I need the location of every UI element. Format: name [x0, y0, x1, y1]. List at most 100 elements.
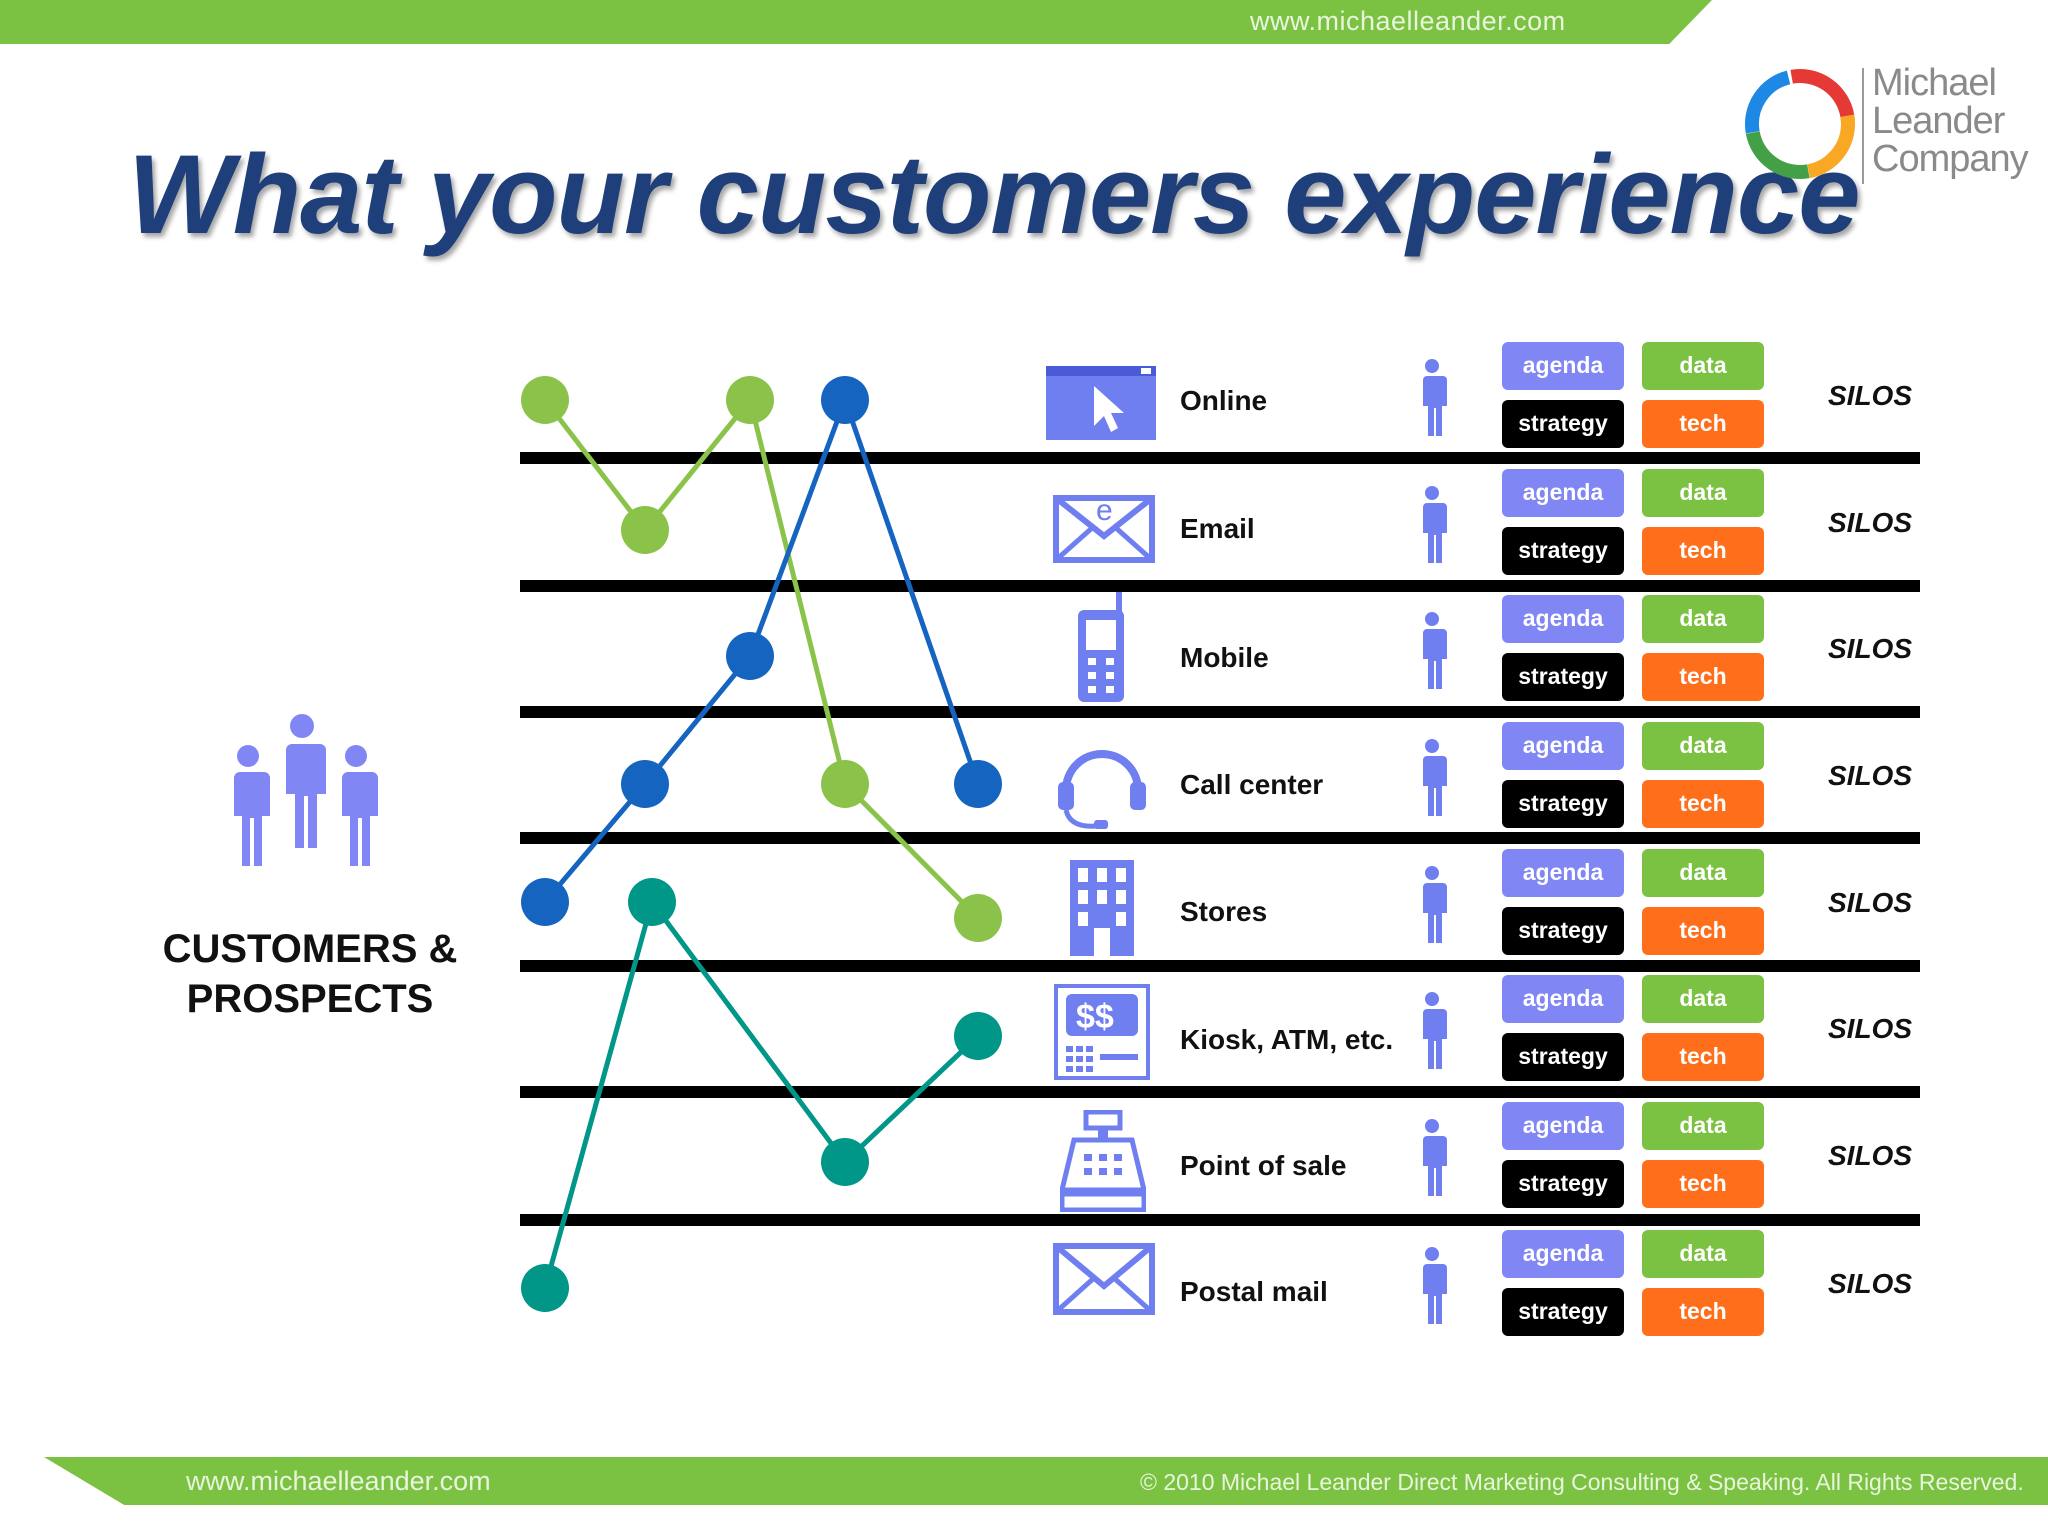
- person-icon: [1421, 1119, 1447, 1196]
- journey-touchpoint: [954, 760, 1002, 808]
- store-building-icon: [1070, 860, 1134, 956]
- tag-tech: tech: [1642, 527, 1764, 575]
- tag-data: data: [1642, 342, 1764, 390]
- journey-touchpoint: [521, 878, 569, 926]
- journey-touchpoint: [821, 760, 869, 808]
- atm-kiosk-icon: $$: [1054, 984, 1150, 1080]
- tag-tech: tech: [1642, 1160, 1764, 1208]
- cash-register-icon: [1058, 1109, 1148, 1213]
- tag-data: data: [1642, 722, 1764, 770]
- channel-label: Mobile: [1180, 642, 1269, 673]
- person-icon: [1421, 359, 1447, 436]
- postal-envelope-icon: [1053, 1243, 1155, 1315]
- tag-agenda: agenda: [1502, 595, 1624, 643]
- tag-tech: tech: [1642, 653, 1764, 701]
- journey-touchpoint: [726, 376, 774, 424]
- journey-touchpoint: [821, 1138, 869, 1186]
- channel-icon-kiosk: $$: [1054, 984, 1150, 1085]
- svg-text:$$: $$: [1076, 998, 1114, 1036]
- tag-agenda: agenda: [1502, 722, 1624, 770]
- person-icon: [1421, 992, 1447, 1069]
- tag-tech: tech: [1642, 1033, 1764, 1081]
- journey-touchpoint: [521, 376, 569, 424]
- journey-touchpoint: [621, 506, 669, 554]
- tag-data: data: [1642, 1102, 1764, 1150]
- channel-icon-mobile: [1076, 592, 1128, 709]
- journey-touchpoint: [726, 632, 774, 680]
- tag-agenda: agenda: [1502, 1102, 1624, 1150]
- tag-strategy: strategy: [1502, 1288, 1624, 1336]
- channel-icon-postal: [1052, 1242, 1156, 1321]
- row-separator: [520, 960, 1920, 972]
- silos-label: SILOS: [1828, 1268, 1913, 1299]
- journey-touchpoint: [628, 878, 676, 926]
- tag-tech: tech: [1642, 1288, 1764, 1336]
- journey-touchpoint: [954, 1012, 1002, 1060]
- channel-label: Call center: [1180, 769, 1324, 800]
- person-icon: [1421, 739, 1447, 816]
- tag-agenda: agenda: [1502, 975, 1624, 1023]
- bottom-green-bar: [44, 1457, 2048, 1505]
- tag-agenda: agenda: [1502, 849, 1624, 897]
- channel-label: Online: [1180, 385, 1268, 416]
- logo-line: Michael: [1872, 62, 1997, 104]
- silos-label: SILOS: [1828, 380, 1913, 411]
- header-url[interactable]: www.michaelleander.com: [1250, 6, 1566, 36]
- tag-strategy: strategy: [1502, 1033, 1624, 1081]
- tag-tech: tech: [1642, 780, 1764, 828]
- group-people-icon: [232, 714, 378, 866]
- email-envelope-icon: e: [1053, 494, 1155, 563]
- journey-touchpoint: [954, 894, 1002, 942]
- mobile-phone-icon: [1078, 592, 1124, 702]
- tag-tech: tech: [1642, 400, 1764, 448]
- logo-wordmark: Michael Leander Company: [1872, 62, 2029, 180]
- tag-strategy: strategy: [1502, 400, 1624, 448]
- channel-icon-call-center: [1056, 738, 1146, 837]
- top-green-bar: [0, 0, 1712, 44]
- silos-label: SILOS: [1828, 887, 1913, 918]
- person-icon: [1421, 612, 1447, 689]
- channel-label: Kiosk, ATM, etc.: [1180, 1024, 1394, 1055]
- tag-strategy: strategy: [1502, 1160, 1624, 1208]
- silos-label: SILOS: [1828, 1013, 1913, 1044]
- company-logo-ring-icon: [1745, 69, 1855, 179]
- customers-prospects-label: CUSTOMERS & PROSPECTS: [150, 924, 470, 1024]
- footer-copyright: © 2010 Michael Leander Direct Marketing …: [1140, 1469, 2024, 1495]
- tag-agenda: agenda: [1502, 469, 1624, 517]
- row-separator: [520, 1086, 1920, 1098]
- logo-divider: [1862, 68, 1864, 184]
- tag-data: data: [1642, 469, 1764, 517]
- customers-label-line: PROSPECTS: [186, 977, 434, 1021]
- tag-tech: tech: [1642, 907, 1764, 955]
- tag-data: data: [1642, 975, 1764, 1023]
- journey-touchpoint: [621, 760, 669, 808]
- tag-strategy: strategy: [1502, 653, 1624, 701]
- logo-line: Company: [1872, 138, 2029, 180]
- footer-url[interactable]: www.michaelleander.com: [186, 1466, 491, 1496]
- slide-title: What your customers experience: [128, 132, 1860, 257]
- tag-strategy: strategy: [1502, 527, 1624, 575]
- channel-icon-online: [1044, 364, 1158, 447]
- logo-line: Leander: [1872, 100, 2005, 142]
- journey-paths: [521, 376, 1002, 1312]
- channel-label: Email: [1180, 513, 1255, 544]
- journey-line: [542, 896, 980, 1289]
- tag-data: data: [1642, 595, 1764, 643]
- row-separator: [520, 580, 1920, 592]
- svg-text:e: e: [1096, 494, 1113, 527]
- channel-label: Point of sale: [1180, 1150, 1347, 1181]
- person-icon: [1421, 486, 1447, 563]
- tag-agenda: agenda: [1502, 342, 1624, 390]
- journey-touchpoint: [821, 376, 869, 424]
- tag-data: data: [1642, 1230, 1764, 1278]
- tag-agenda: agenda: [1502, 1230, 1624, 1278]
- channel-label: Stores: [1180, 896, 1268, 927]
- silos-label: SILOS: [1828, 1140, 1913, 1171]
- row-separator: [520, 832, 1920, 844]
- silos-label: SILOS: [1828, 760, 1913, 791]
- tag-strategy: strategy: [1502, 780, 1624, 828]
- customers-label-line: CUSTOMERS &: [162, 927, 458, 971]
- headset-icon: [1058, 750, 1146, 829]
- channel-label: Postal mail: [1180, 1276, 1328, 1307]
